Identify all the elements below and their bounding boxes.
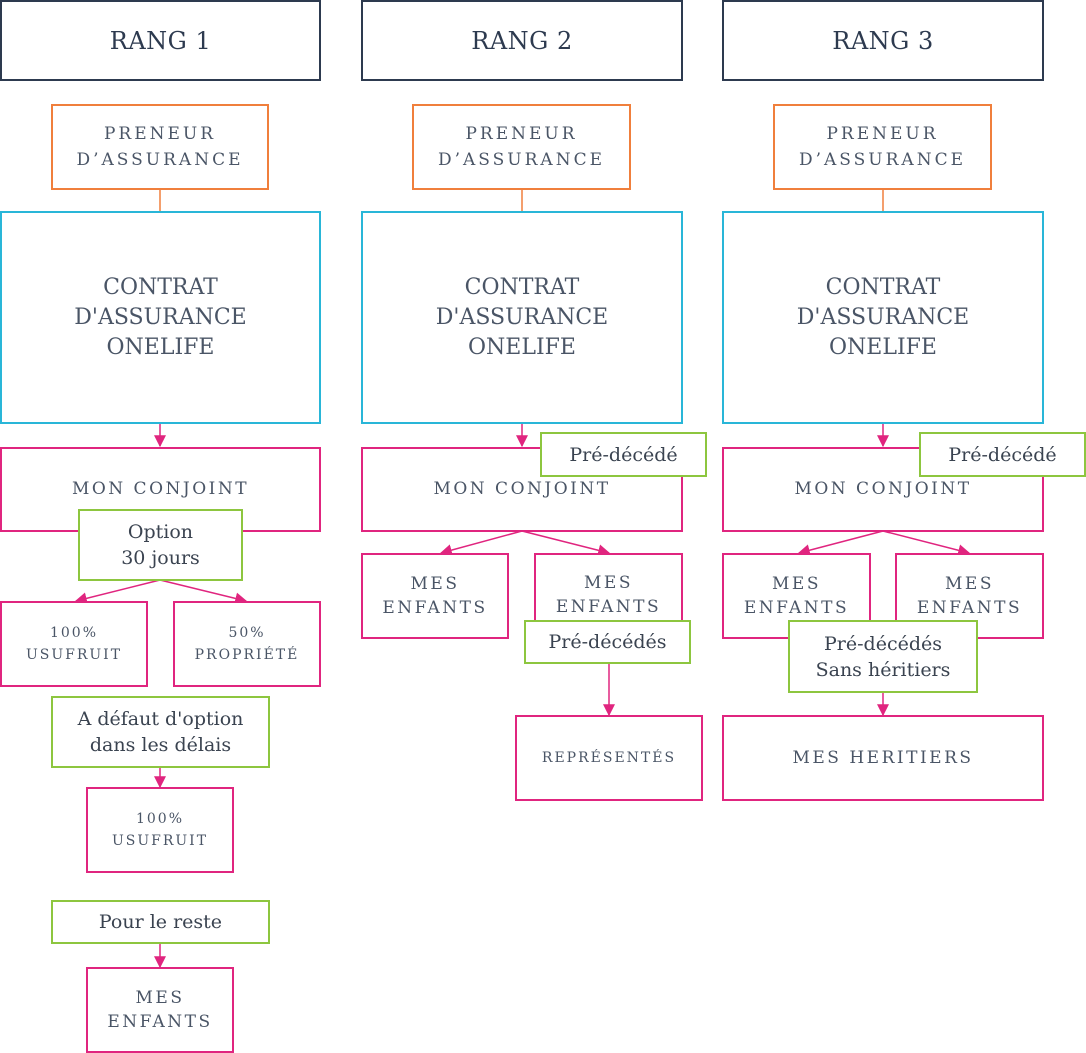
rank-1-header: RANG 1 [0, 0, 321, 81]
rank-1-children: MES ENFANTS [86, 967, 234, 1053]
spouse-children-right-arrow-rang-3 [882, 530, 971, 557]
rank-1-default-option: A défaut d'option dans les délais [51, 696, 270, 768]
rank-1-contract: CONTRAT D'ASSURANCE ONELIFE [0, 211, 321, 424]
rank-2-spouse: MON CONJOINT [361, 447, 683, 532]
rank-3-contract: CONTRAT D'ASSURANCE ONELIFE [722, 211, 1044, 424]
rank-2-represented: REPRÉSENTÉS [515, 715, 703, 801]
rank-3-children-predeceased: Pré-décédés Sans héritiers [788, 620, 978, 693]
rank-1-usufruct-default: 100% USUFRUIT [86, 787, 234, 873]
rank-2-spouse-predeceased: Pré-décédé [540, 432, 707, 477]
rank-2-header: RANG 2 [361, 0, 683, 81]
rank-3-policyholder: PRENEUR D’ASSURANCE [773, 104, 992, 190]
option-ownership-arrow [159, 579, 248, 605]
rank-3-spouse-predeceased: Pré-décédé [919, 432, 1086, 477]
rank-2-children-predeceased: Pré-décédés [524, 620, 691, 664]
spouse-children-left-arrow-rang-3 [797, 530, 884, 557]
rank-1-spouse: MON CONJOINT [0, 447, 321, 532]
rank-2-policyholder: PRENEUR D’ASSURANCE [412, 104, 631, 190]
option-usufruct-arrow [74, 579, 161, 605]
rank-2-contract: CONTRAT D'ASSURANCE ONELIFE [361, 211, 683, 424]
rank-1-policyholder: PRENEUR D’ASSURANCE [51, 104, 269, 190]
rank-2-children-left: MES ENFANTS [361, 553, 509, 639]
spouse-children-right-arrow-rang-2 [521, 530, 611, 557]
rank-1-option-30-days: Option 30 jours [78, 509, 243, 581]
spouse-children-left-arrow-rang-2 [439, 530, 523, 556]
rank-3-header: RANG 3 [722, 0, 1044, 81]
rank-1-remainder: Pour le reste [51, 900, 270, 944]
rank-1-usufruct-100: 100% USUFRUIT [0, 601, 148, 687]
rank-3-heirs: MES HERITIERS [722, 715, 1044, 801]
rank-1-ownership-50: 50% PROPRIÉTÉ [173, 601, 321, 687]
